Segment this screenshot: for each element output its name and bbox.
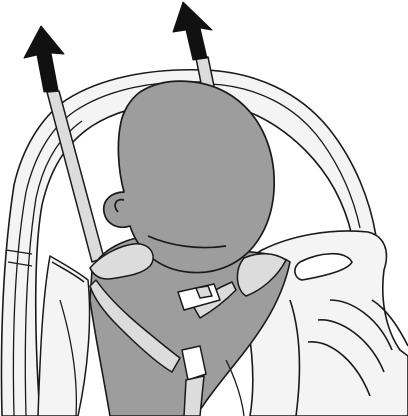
seat-side-padding bbox=[38, 256, 90, 416]
up-arrow-icon bbox=[24, 26, 64, 92]
up-arrow-icon bbox=[173, 2, 212, 60]
